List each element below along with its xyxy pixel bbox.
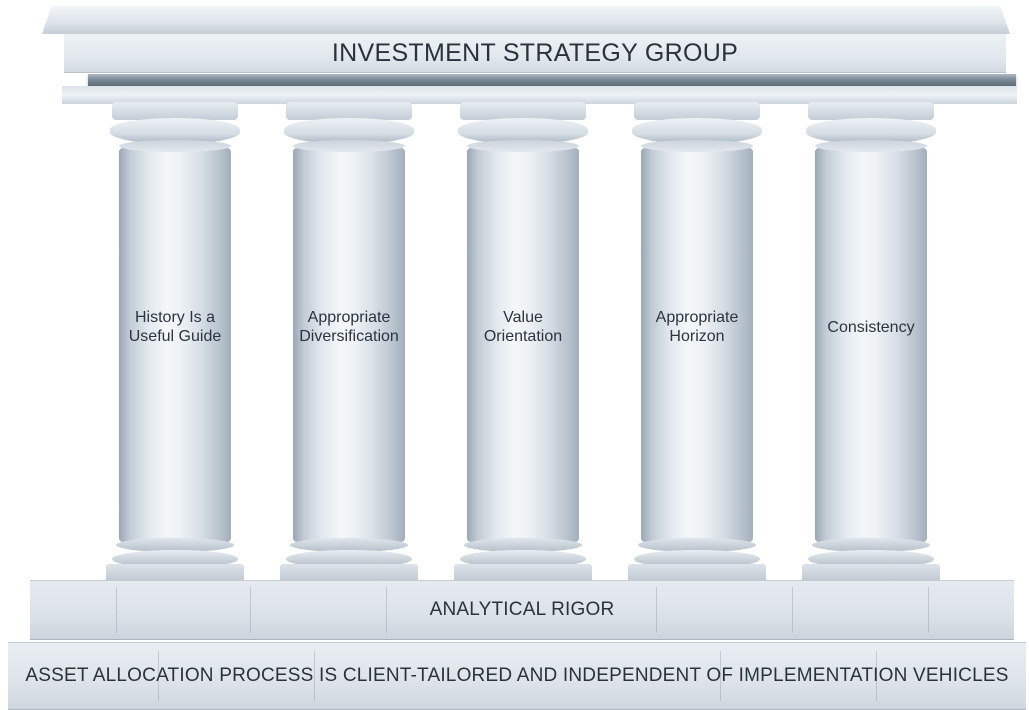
stone-joint — [792, 587, 793, 633]
pillar-echinus — [110, 118, 240, 144]
pillar-capital — [460, 102, 586, 120]
pillar-base-torus — [638, 538, 756, 552]
stone-joint — [656, 587, 657, 633]
architrave-shadow — [88, 74, 1016, 86]
foundation-lower-step: ASSET ALLOCATION PROCESS IS CLIENT-TAILO… — [8, 642, 1026, 710]
pillar-label: Appropriate Diversification — [260, 308, 438, 346]
pillar-neck — [815, 140, 927, 152]
pillar-1: History Is a Useful Guide — [106, 102, 244, 584]
pillar-shaft — [119, 148, 231, 542]
pillar-shaft — [467, 148, 579, 542]
pillar-label: Consistency — [782, 318, 960, 337]
pillar-capital — [112, 102, 238, 120]
architrave — [62, 86, 1017, 104]
pillar-capital — [808, 102, 934, 120]
pillar-label-line: History Is a — [134, 309, 215, 326]
pillar-neck — [467, 140, 579, 152]
pillar-2: Appropriate Diversification — [280, 102, 418, 584]
pillar-plinth — [454, 564, 592, 584]
pillar-label-line: Appropriate — [307, 309, 391, 326]
pillar-echinus — [806, 118, 936, 144]
pillar-echinus — [632, 118, 762, 144]
pillar-label-line: Appropriate — [655, 309, 739, 326]
pillar-neck — [641, 140, 753, 152]
pillar-plinth — [628, 564, 766, 584]
stone-joint — [250, 587, 251, 633]
pillar-capital — [634, 102, 760, 120]
pillar-label-line: Useful Guide — [128, 328, 222, 345]
pillar-3: Value Orientation — [454, 102, 592, 584]
pillar-base-torus — [808, 550, 934, 568]
stone-joint — [116, 587, 117, 633]
pillar-label-line: Value — [503, 309, 543, 326]
foundation-upper-label: ANALYTICAL RIGOR — [429, 599, 615, 620]
foundation-lower-label: ASSET ALLOCATION PROCESS IS CLIENT-TAILO… — [25, 665, 1009, 686]
stone-joint — [876, 651, 877, 701]
diagram-title: INVESTMENT STRATEGY GROUP — [331, 38, 739, 67]
pillar-plinth — [280, 564, 418, 584]
pillar-capital — [286, 102, 412, 120]
pillar-plinth — [802, 564, 940, 584]
pillar-shaft — [293, 148, 405, 542]
roof-frieze: INVESTMENT STRATEGY GROUP — [64, 34, 1006, 73]
stone-joint — [158, 651, 159, 701]
pillar-plinth — [106, 564, 244, 584]
pillar-label-line: Orientation — [483, 328, 563, 345]
pillar-echinus — [284, 118, 414, 144]
pillar-base-torus — [464, 538, 582, 552]
pillar-echinus — [458, 118, 588, 144]
pillar-base-torus — [112, 550, 238, 568]
pillar-base-torus — [812, 538, 930, 552]
stone-joint — [386, 587, 387, 633]
pillar-shaft — [815, 148, 927, 542]
pillar-base-torus — [116, 538, 234, 552]
pillar-label-line: Horizon — [669, 328, 725, 345]
pillar-shaft — [641, 148, 753, 542]
pillar-base-torus — [286, 550, 412, 568]
pillar-label-line: Diversification — [299, 328, 399, 345]
pillar-label-line: Consistency — [827, 319, 915, 336]
foundation-upper-step: ANALYTICAL RIGOR — [30, 580, 1014, 640]
stone-joint — [314, 651, 315, 701]
pillar-label: Value Orientation — [434, 308, 612, 346]
pillar-5: Consistency — [802, 102, 940, 584]
pillar-neck — [293, 140, 405, 152]
pillar-base-torus — [634, 550, 760, 568]
pillar-4: Appropriate Horizon — [628, 102, 766, 584]
stone-joint — [720, 651, 721, 701]
stone-joint — [928, 587, 929, 633]
roof-cornice — [42, 6, 1010, 34]
pillar-base-torus — [290, 538, 408, 552]
pillar-label: Appropriate Horizon — [608, 308, 786, 346]
pillar-base-torus — [460, 550, 586, 568]
pillar-neck — [119, 140, 231, 152]
pillar-label: History Is a Useful Guide — [86, 308, 264, 346]
